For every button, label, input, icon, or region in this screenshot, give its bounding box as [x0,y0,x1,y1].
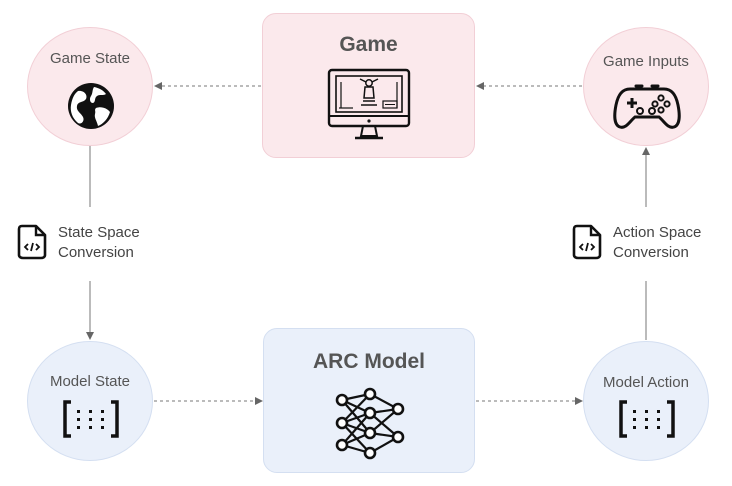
matrix-icon [63,400,119,438]
arc-model-title: ARC Model [313,350,425,373]
game-box: Game [262,13,475,158]
model-action-node: Model Action [583,341,709,461]
game-inputs-node: Game Inputs [583,27,709,146]
game-state-label: Game State [49,50,131,67]
game-title: Game [339,33,398,56]
arc-model-box: ARC Model [263,328,475,473]
matrix-icon [619,400,675,438]
model-state-node: Model State [27,341,153,461]
state-conversion-line1: State Space [58,224,140,241]
game-inputs-label: Game Inputs [603,53,689,70]
action-conversion-line2: Conversion [613,244,689,261]
action-conversion-line1: Action Space [613,224,702,241]
code-file-icon [17,224,47,260]
gamepad-icon [613,84,681,129]
neural-network-icon [335,387,405,460]
monitor-game-icon [327,68,411,140]
action-space-conversion-label: Action Space Conversion [613,223,701,263]
game-state-node: Game State [27,27,153,146]
model-action-label: Model Action [603,374,689,391]
globe-icon [68,83,114,129]
state-space-conversion-label: State Space Conversion [58,223,140,263]
code-file-icon [572,224,602,260]
state-conversion-line2: Conversion [58,244,134,261]
model-state-label: Model State [49,373,131,390]
